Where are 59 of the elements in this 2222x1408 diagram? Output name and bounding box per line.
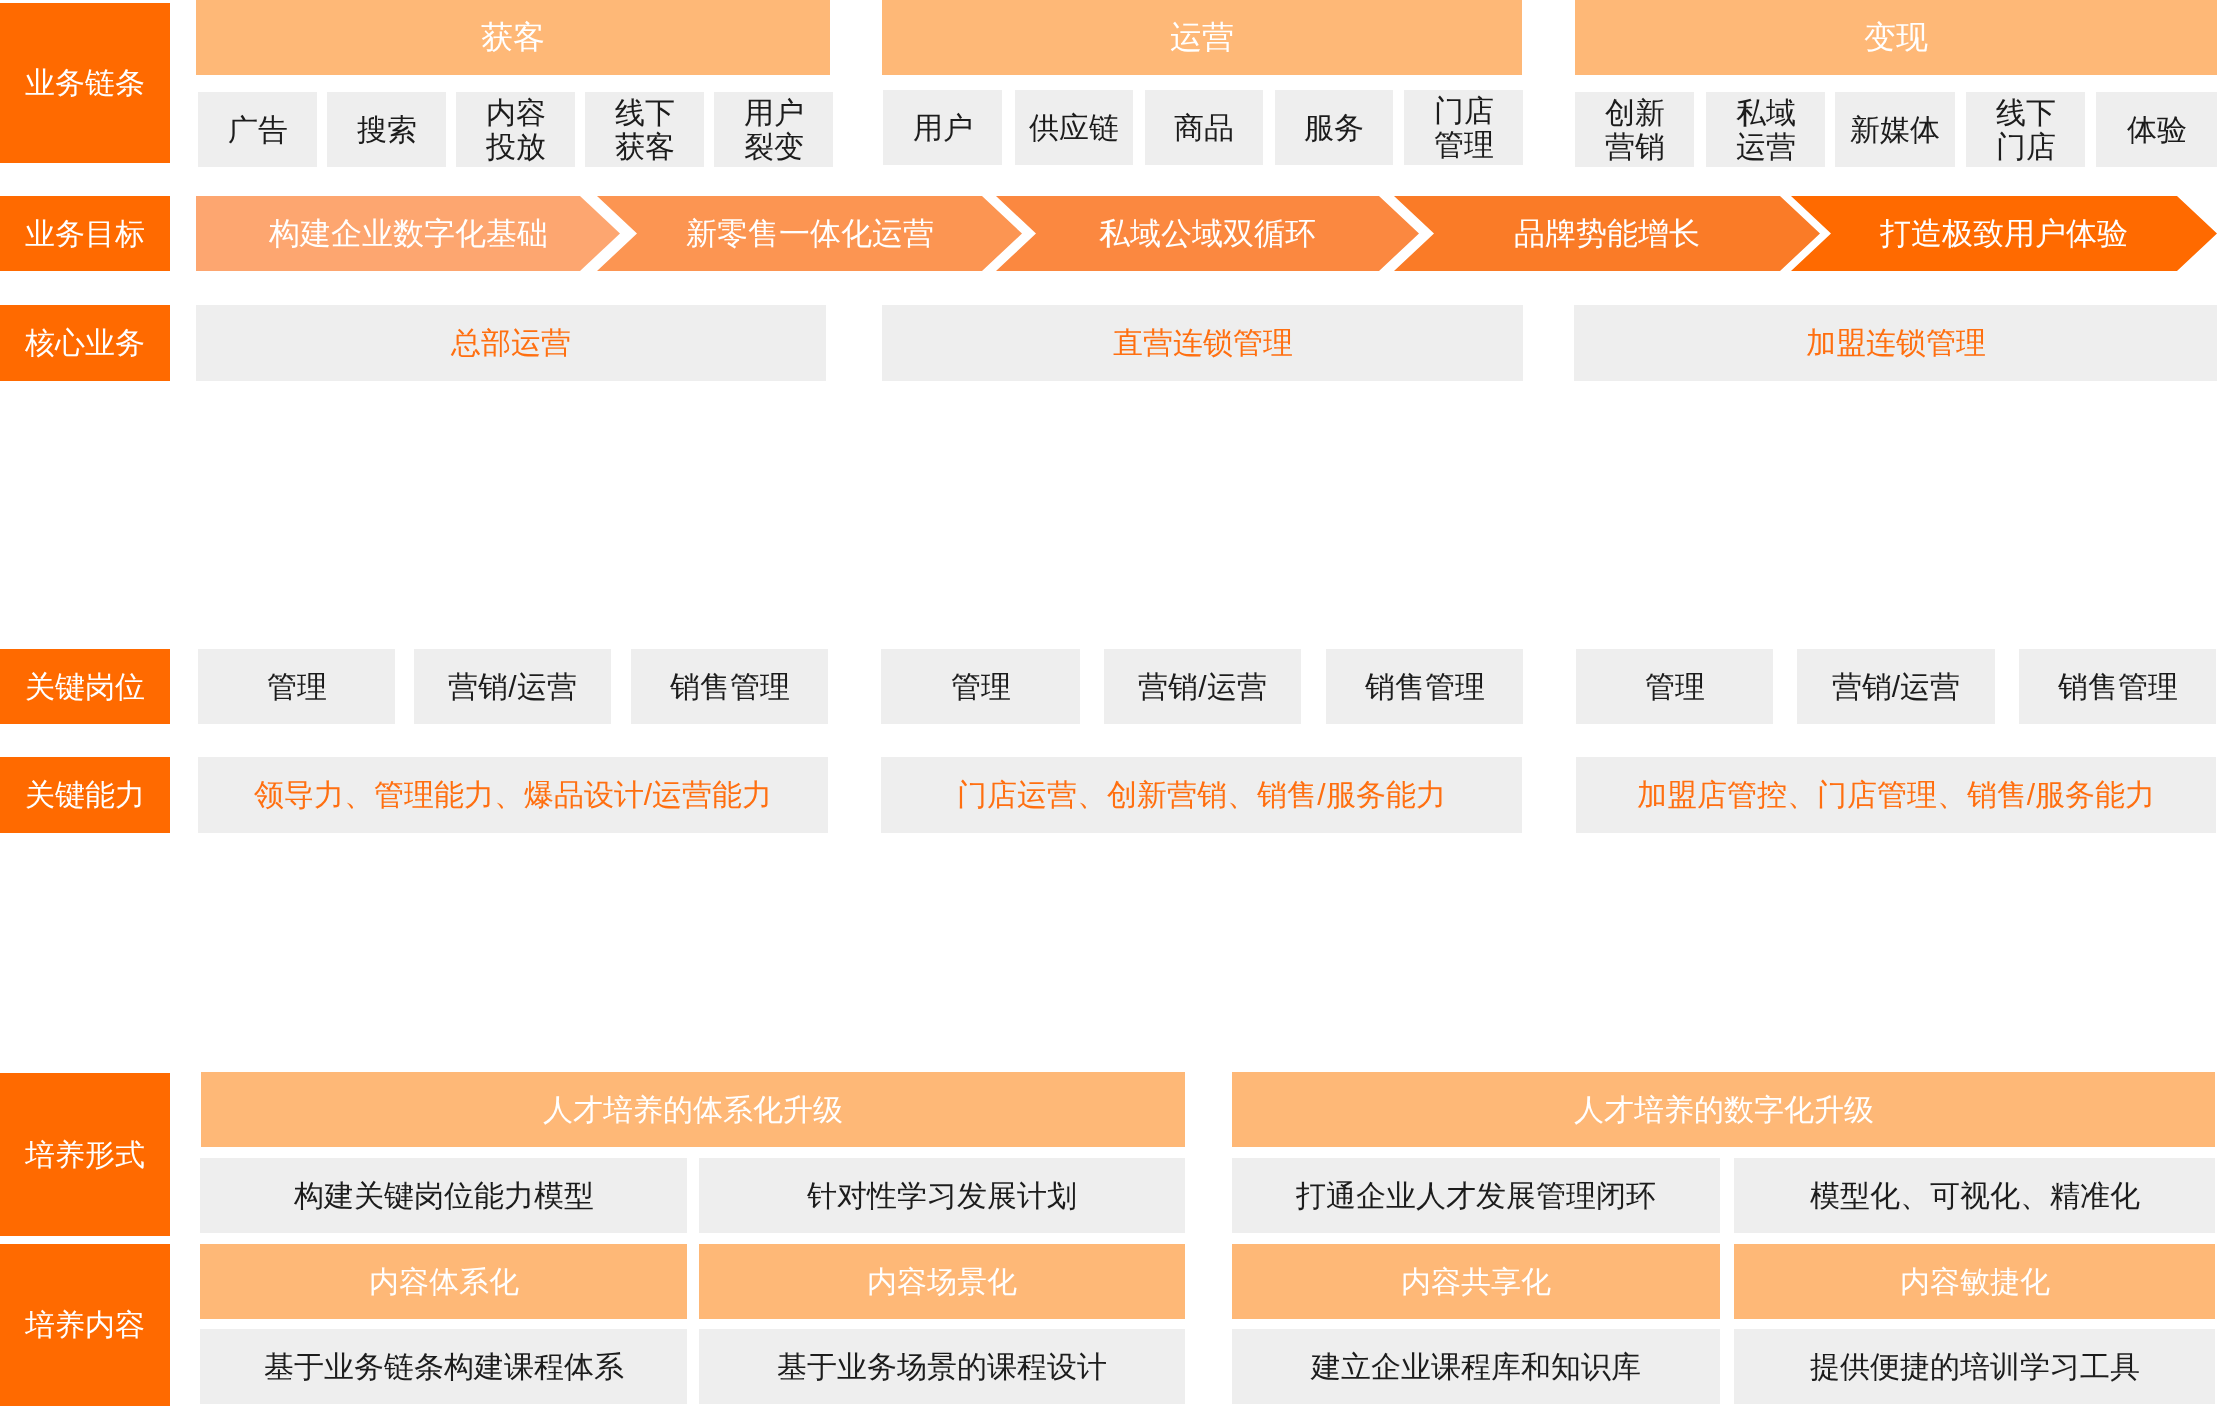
business-item-cell: 供应链 — [1015, 90, 1133, 165]
capability-panel: 加盟店管控、门店管理、销售/服务能力 — [1576, 757, 2216, 833]
training-item-cell: 构建关键岗位能力模型 — [200, 1158, 687, 1233]
training-item-cell: 建立企业课程库和知识库 — [1232, 1329, 1720, 1404]
position-cell: 管理 — [1576, 649, 1773, 724]
core-business-panel: 总部运营 — [196, 305, 826, 381]
business-item-cell: 用户 — [883, 90, 1002, 165]
row-label-box: 培养形式 — [0, 1073, 170, 1236]
row-label-box: 培养内容 — [0, 1244, 170, 1406]
stage-header-bar: 获客 — [196, 0, 830, 75]
row-label-box: 业务目标 — [0, 196, 170, 271]
stage-header-bar: 运营 — [882, 0, 1522, 75]
training-item-cell: 基于业务场景的课程设计 — [699, 1329, 1185, 1404]
row-label-box: 业务链条 — [0, 3, 170, 163]
training-header-bar: 人才培养的体系化升级 — [201, 1072, 1185, 1147]
goal-step-band: 私域公域双循环 — [996, 196, 1419, 271]
row-label-box: 关键岗位 — [0, 649, 170, 724]
business-item-cell: 门店管理 — [1404, 90, 1523, 165]
business-item-cell: 服务 — [1275, 90, 1393, 165]
business-item-cell: 广告 — [198, 92, 317, 167]
position-cell: 营销/运营 — [414, 649, 611, 724]
business-item-cell: 线下门店 — [1966, 92, 2085, 167]
business-item-cell: 线下获客 — [585, 92, 704, 167]
position-cell: 销售管理 — [1326, 649, 1523, 724]
capability-panel: 门店运营、创新营销、销售/服务能力 — [881, 757, 1522, 833]
business-item-cell: 私域运营 — [1706, 92, 1825, 167]
position-cell: 管理 — [881, 649, 1080, 724]
goal-step-band: 新零售一体化运营 — [597, 196, 1022, 271]
business-item-cell: 商品 — [1145, 90, 1263, 165]
stage-header-bar: 变现 — [1575, 0, 2217, 75]
goal-step-band: 打造极致用户体验 — [1791, 196, 2217, 271]
business-item-cell: 体验 — [2096, 92, 2217, 167]
content-header-bar: 内容场景化 — [699, 1244, 1185, 1319]
content-header-bar: 内容敏捷化 — [1734, 1244, 2215, 1319]
training-item-cell: 打通企业人才发展管理闭环 — [1232, 1158, 1720, 1233]
core-business-panel: 加盟连锁管理 — [1574, 305, 2217, 381]
goal-step-band: 品牌势能增长 — [1394, 196, 1820, 271]
row-label-box: 核心业务 — [0, 305, 170, 381]
business-item-cell: 搜索 — [327, 92, 446, 167]
business-item-cell: 用户裂变 — [714, 92, 833, 167]
business-item-cell: 新媒体 — [1835, 92, 1955, 167]
capability-panel: 领导力、管理能力、爆品设计/运营能力 — [198, 757, 828, 833]
goal-step-band: 构建企业数字化基础 — [196, 196, 620, 271]
training-header-bar: 人才培养的数字化升级 — [1232, 1072, 2215, 1147]
training-item-cell: 模型化、可视化、精准化 — [1734, 1158, 2215, 1233]
position-cell: 营销/运营 — [1104, 649, 1301, 724]
position-cell: 销售管理 — [2019, 649, 2216, 724]
content-header-bar: 内容共享化 — [1232, 1244, 1720, 1319]
core-business-panel: 直营连锁管理 — [882, 305, 1523, 381]
training-item-cell: 提供便捷的培训学习工具 — [1734, 1329, 2215, 1404]
position-cell: 销售管理 — [631, 649, 828, 724]
row-label-box: 关键能力 — [0, 757, 170, 833]
position-cell: 管理 — [198, 649, 395, 724]
business-item-cell: 内容投放 — [456, 92, 575, 167]
training-item-cell: 基于业务链条构建课程体系 — [200, 1329, 687, 1404]
content-header-bar: 内容体系化 — [200, 1244, 687, 1319]
business-item-cell: 创新营销 — [1575, 92, 1694, 167]
position-cell: 营销/运营 — [1797, 649, 1995, 724]
training-item-cell: 针对性学习发展计划 — [699, 1158, 1185, 1233]
